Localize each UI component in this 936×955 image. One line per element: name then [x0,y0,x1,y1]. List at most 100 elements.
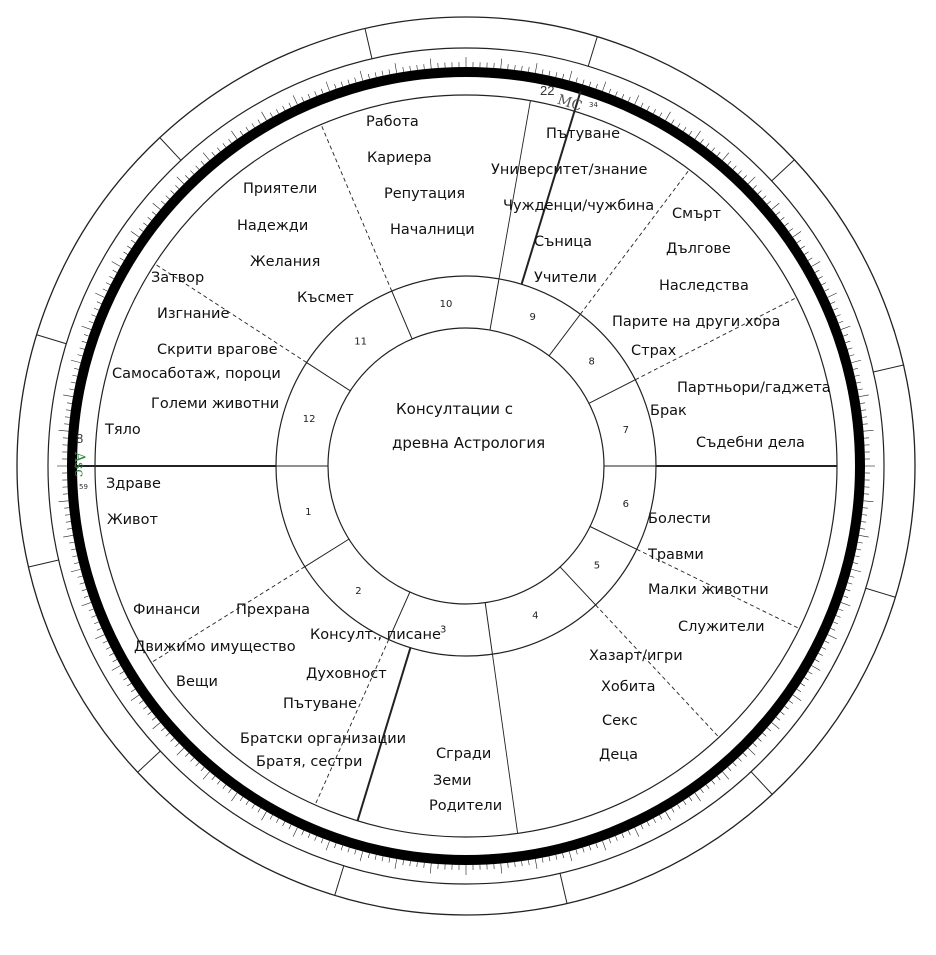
degree-tick [694,130,701,140]
degree-tick [507,64,509,70]
degree-tick [827,634,837,640]
degree-tick [301,830,304,836]
degree-tick [807,671,813,675]
h12-label: Изгнание [157,306,229,322]
degree-tick [63,394,74,398]
house-number: 2 [355,586,361,597]
h6-label: Болести [648,511,711,527]
degree-tick [96,301,102,304]
degree-tick [130,688,136,693]
degree-tick [830,628,836,631]
degree-tick [752,185,757,190]
degree-tick [752,742,757,747]
h2-label: Вещи [176,674,218,690]
degree-tick [123,251,128,255]
degree-tick [856,381,862,384]
degree-tick [838,320,844,324]
degree-tick [800,245,805,249]
degree-tick [824,640,830,644]
degree-tick [409,861,411,867]
degree-tick [359,851,364,862]
degree-tick [771,202,780,210]
h7-label: Съдебни дела [696,435,805,451]
h3-label: Братя, сестри [256,754,362,770]
degree-tick [112,659,118,663]
degree-tick [847,347,853,350]
degree-tick [119,257,125,261]
degree-tick [589,845,592,851]
degree-tick [359,70,364,81]
degree-tick [70,548,76,551]
h6-label: Малки животни [648,582,769,598]
h5-label: Секс [602,713,638,729]
degree-tick [202,771,210,780]
degree-tick [320,838,324,844]
degree-tick [811,665,821,671]
degree-tick [175,742,180,747]
outer-ring [16,16,916,916]
degree-tick [683,127,687,132]
degree-tick [555,72,558,78]
degree-tick [231,130,238,140]
degree-tick [347,79,350,85]
degree-tick [325,840,330,851]
degree-tick [711,780,715,785]
degree-tick [83,334,89,337]
degree-tick [788,228,794,232]
degree-tick [575,849,578,855]
house-number-divider [489,278,500,331]
degree-tick [792,231,802,238]
degree-tick [200,766,205,772]
degree-tick [381,856,384,862]
degree-tick [79,347,85,350]
degree-tick [792,694,802,701]
degree-tick [528,860,530,866]
degree-tick [562,853,565,859]
degree-tick [416,64,418,71]
degree-tick [282,105,286,111]
degree-tick [81,340,87,343]
house-cusp-line [579,169,690,315]
h5-label: Деца [599,747,638,763]
degree-tick [152,202,161,210]
degree-tick [334,843,337,849]
degree-tick [646,105,650,111]
degree-tick [857,388,863,391]
degree-tick [747,747,756,756]
degree-tick [861,409,867,411]
degree-tick [780,217,785,221]
h12-label: Самосаботаж, пороци [112,366,281,382]
degree-tick [269,814,273,820]
degree-tick [176,176,185,185]
degree-tick [818,276,823,279]
degree-tick [860,528,866,530]
zodiac-divider [559,873,568,904]
degree-tick [688,130,693,136]
degree-tick [176,747,185,756]
degree-tick [81,589,87,592]
degree-tick [700,788,704,794]
degree-tick [857,541,863,544]
degree-tick [239,130,244,136]
zodiac-divider [36,334,67,345]
house-number-divider [306,362,351,392]
house-number: 10 [440,299,453,310]
degree-tick [677,123,681,128]
house-number-divider [391,290,413,340]
degree-tick [138,228,144,232]
degree-tick [70,381,76,384]
house-number: 11 [354,336,367,347]
house-number-divider [304,538,350,568]
degree-tick [653,818,656,823]
degree-tick [860,402,866,404]
degree-tick [608,88,612,94]
h8-label: Парите на други хора [612,314,780,330]
degree-tick [716,775,721,781]
zodiac-divider [771,159,795,182]
degree-tick [58,500,69,502]
degree-tick [818,653,823,656]
degree-tick [307,833,311,839]
degree-tick [340,845,343,851]
house-number-divider [559,566,596,606]
degree-tick [742,752,747,757]
